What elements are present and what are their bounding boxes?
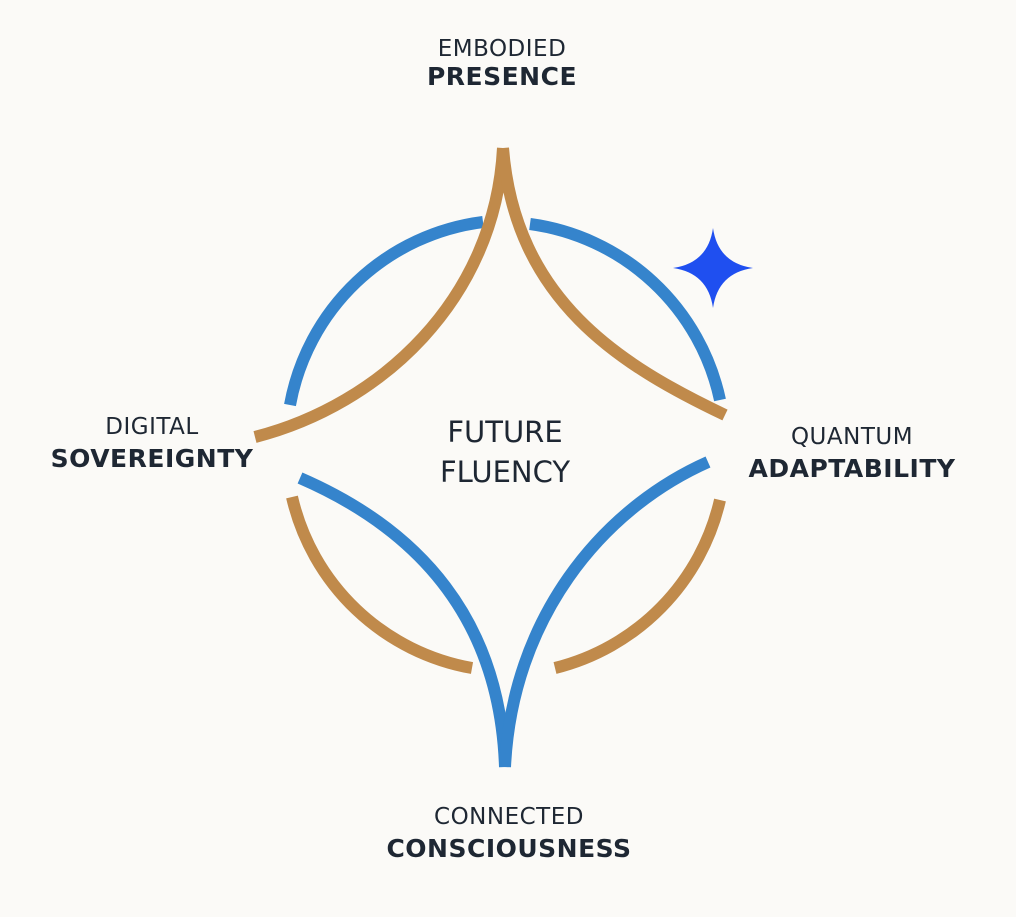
gold-curve-top-left (253, 147, 509, 443)
node-left-line2: SOVEREIGNTY (50, 444, 254, 473)
blue-curve-bottom-left (297, 472, 511, 768)
center-title: FUTURE FLUENCY (440, 412, 570, 492)
node-left-line1: DIGITAL (105, 414, 199, 440)
gold-curve-top-right (497, 147, 728, 421)
node-top: EMBODIED PRESENCE (427, 36, 577, 91)
node-top-line2: PRESENCE (426, 62, 578, 91)
node-top-line1: EMBODIED (437, 36, 567, 62)
center-line1: FUTURE (447, 415, 563, 449)
blue-arc-top-right (529, 218, 726, 402)
node-right-line1: QUANTUM (790, 424, 914, 450)
gold-arc-bottom-left (286, 495, 474, 674)
sparkle-star-icon (673, 228, 753, 308)
node-right: QUANTUM ADAPTABILITY (749, 424, 956, 483)
node-bottom-line1: CONNECTED (434, 804, 584, 830)
blue-curve-bottom-right (499, 456, 711, 768)
node-bottom: CONNECTED CONSCIOUSNESS (386, 804, 631, 863)
center-line2: FLUENCY (439, 455, 571, 489)
node-right-line2: ADAPTABILITY (748, 454, 956, 483)
gold-arc-bottom-right (553, 498, 726, 674)
node-bottom-line2: CONSCIOUSNESS (386, 834, 632, 863)
node-left: DIGITAL SOVEREIGNTY (51, 414, 254, 473)
blue-arc-top-left (284, 216, 484, 407)
